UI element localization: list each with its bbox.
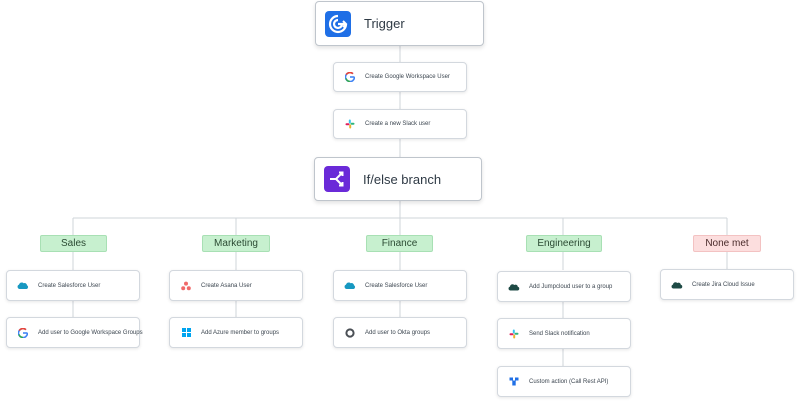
action-send-slack-notification[interactable]: Send Slack notification: [497, 318, 631, 349]
salesforce-icon: [343, 279, 357, 293]
action-label: Add Azure member to groups: [201, 329, 280, 336]
windows-icon: [179, 326, 193, 340]
branch-icon: [324, 166, 350, 192]
action-label: Create Jira Cloud Issue: [692, 281, 755, 288]
ifelse-branch-node[interactable]: If/else branch: [314, 157, 482, 201]
google-icon: [343, 70, 357, 84]
action-label: Custom action (Call Rest API): [529, 378, 609, 385]
action-create-asana-user[interactable]: Create Asana User: [169, 270, 303, 301]
branch-tag-marketing[interactable]: Marketing: [202, 235, 270, 252]
action-create-salesforce-user[interactable]: Create Salesforce User: [6, 270, 140, 301]
action-create-jira-issue[interactable]: Create Jira Cloud Issue: [660, 269, 794, 300]
slack-icon: [343, 117, 357, 131]
trigger-node[interactable]: Trigger: [315, 1, 484, 46]
step-label: Create a new Slack user: [365, 121, 431, 127]
step-label: Create Google Workspace User: [365, 74, 450, 80]
action-add-azure-member[interactable]: Add Azure member to groups: [169, 317, 303, 348]
action-label: Create Asana User: [201, 282, 252, 289]
asana-icon: [179, 279, 193, 293]
branch-tag-sales[interactable]: Sales: [40, 235, 107, 252]
action-add-google-groups[interactable]: Add user to Google Workspace Groups: [6, 317, 143, 348]
action-custom-rest-api[interactable]: Custom action (Call Rest API): [497, 366, 631, 397]
jumpcloud-icon: [670, 278, 684, 292]
action-label: Send Slack notification: [529, 330, 590, 337]
action-add-jumpcloud-user[interactable]: Add Jumpcloud user to a group: [497, 271, 631, 302]
branch-tag-engineering[interactable]: Engineering: [526, 235, 602, 252]
branch-label: If/else branch: [363, 171, 442, 187]
action-label: Add user to Okta groups: [365, 329, 431, 336]
action-label: Add user to Google Workspace Groups: [38, 329, 143, 336]
trigger-icon: [325, 10, 351, 37]
custom-action-icon: [507, 375, 521, 389]
salesforce-icon: [16, 279, 30, 293]
step-create-slack-user[interactable]: Create a new Slack user: [333, 109, 467, 139]
action-label: Add Jumpcloud user to a group: [529, 283, 613, 290]
action-label: Create Salesforce User: [38, 282, 101, 289]
trigger-label: Trigger: [364, 16, 405, 31]
step-create-google-user[interactable]: Create Google Workspace User: [333, 62, 467, 92]
google-icon: [16, 326, 30, 340]
action-create-salesforce-user-finance[interactable]: Create Salesforce User: [333, 270, 467, 301]
jumpcloud-icon: [507, 280, 521, 294]
action-add-okta-groups[interactable]: Add user to Okta groups: [333, 317, 467, 348]
branch-tag-none-met[interactable]: None met: [693, 235, 761, 252]
action-label: Create Salesforce User: [365, 282, 428, 289]
slack-icon: [507, 327, 521, 341]
branch-tag-finance[interactable]: Finance: [366, 235, 433, 252]
okta-icon: [343, 326, 357, 340]
